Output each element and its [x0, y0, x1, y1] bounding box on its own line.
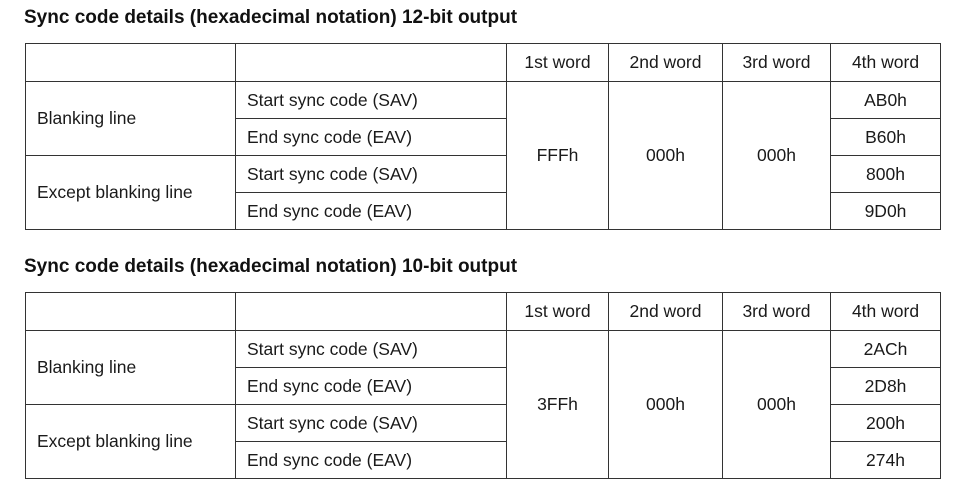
section-title-10bit: Sync code details (hexadecimal notation)…: [24, 256, 518, 277]
sync-code-name: Start sync code (SAV): [235, 155, 507, 193]
sync-code-name: End sync code (EAV): [235, 192, 507, 230]
word4-value: 2ACh: [830, 330, 941, 368]
word4-value: B60h: [830, 118, 941, 156]
word1-value: 3FFh: [506, 330, 609, 479]
sync-code-name: Start sync code (SAV): [235, 81, 507, 119]
word2-value: 000h: [608, 81, 723, 230]
word4-value: AB0h: [830, 81, 941, 119]
word3-value: 000h: [722, 330, 831, 479]
header-4th-word: 4th word: [830, 292, 941, 331]
table-row: End sync code (EAV) 274h: [26, 441, 941, 479]
row-group-label: Blanking line: [25, 81, 236, 156]
empty-header-cell: [25, 292, 236, 331]
sync-code-name: End sync code (EAV): [235, 441, 507, 479]
table-header-row: 1st word 2nd word 3rd word 4th word: [25, 43, 941, 82]
word4-value: 200h: [830, 404, 941, 442]
word4-value: 274h: [830, 441, 941, 479]
header-4th-word: 4th word: [830, 43, 941, 82]
sync-code-name: Start sync code (SAV): [235, 404, 507, 442]
table-row: End sync code (EAV) 2D8h: [26, 367, 941, 405]
word4-value: 9D0h: [830, 192, 941, 230]
row-group-label: Blanking line: [25, 330, 236, 405]
table-header-row: 1st word 2nd word 3rd word 4th word: [25, 292, 941, 331]
sync-code-table-12bit: 1st word 2nd word 3rd word 4th word Blan…: [25, 43, 941, 230]
table-row: End sync code (EAV) 9D0h: [26, 192, 941, 230]
word4-value: 2D8h: [830, 367, 941, 405]
section-title-12bit: Sync code details (hexadecimal notation)…: [24, 7, 518, 28]
header-3rd-word: 3rd word: [722, 43, 831, 82]
sync-code-name: Start sync code (SAV): [235, 330, 507, 368]
word3-value: 000h: [722, 81, 831, 230]
table-row: End sync code (EAV) B60h: [26, 118, 941, 156]
header-3rd-word: 3rd word: [722, 292, 831, 331]
word1-value: FFFh: [506, 81, 609, 230]
empty-header-cell: [235, 43, 507, 82]
table-row: Blanking line Start sync code (SAV) FFFh…: [25, 81, 941, 230]
table-row: Blanking line Start sync code (SAV) 3FFh…: [25, 330, 941, 479]
word4-value: 800h: [830, 155, 941, 193]
sync-code-name: End sync code (EAV): [235, 367, 507, 405]
header-2nd-word: 2nd word: [608, 292, 723, 331]
header-1st-word: 1st word: [506, 292, 609, 331]
sync-code-name: End sync code (EAV): [235, 118, 507, 156]
empty-header-cell: [25, 43, 236, 82]
sync-code-table-10bit: 1st word 2nd word 3rd word 4th word Blan…: [25, 292, 941, 479]
row-group-label: Except blanking line: [25, 404, 236, 479]
empty-header-cell: [235, 292, 507, 331]
header-2nd-word: 2nd word: [608, 43, 723, 82]
table-row: Except blanking line Start sync code (SA…: [25, 404, 941, 479]
header-1st-word: 1st word: [506, 43, 609, 82]
row-group-label: Except blanking line: [25, 155, 236, 230]
word2-value: 000h: [608, 330, 723, 479]
